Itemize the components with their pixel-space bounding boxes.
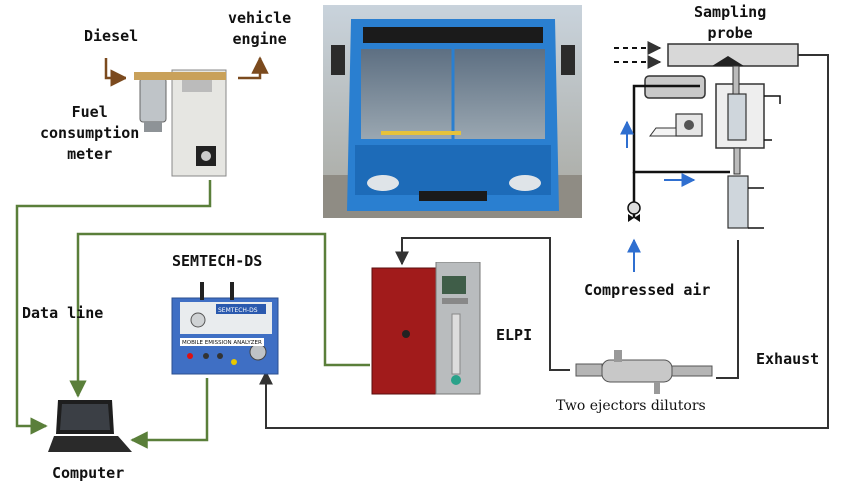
vehicle-engine-label: vehicle engine — [228, 9, 292, 48]
semtech-badge: SEMTECH-DS — [218, 307, 258, 314]
engine-arrow — [236, 56, 269, 80]
diesel-arrow — [104, 58, 128, 87]
computer-image — [48, 400, 132, 452]
sample-line-probe-to-semtech — [259, 54, 829, 429]
sampling-probe-label: Sampling probe — [694, 3, 767, 42]
data-line-fuel-to-computer — [15, 172, 212, 435]
data-line-elpi-to-computer — [69, 232, 370, 398]
sample-line-dilutor-to-elpi — [395, 237, 570, 371]
computer-label: Computer — [52, 464, 125, 482]
diluter-1 — [727, 93, 747, 141]
diesel-label: Diesel — [84, 27, 139, 45]
semtech-ds-analyzer-image: SEMTECH-DS MOBILE EMISSION ANALYZER — [171, 282, 279, 375]
ejectors-label: Two ejectors dilutors — [556, 398, 706, 414]
compressed-air-label: Compressed air — [584, 281, 711, 299]
semtech-label: SEMTECH-DS — [172, 252, 263, 270]
exhaust-line — [716, 240, 739, 379]
fuel-consumption-meter-label: Fuel consumption meter — [40, 103, 140, 163]
mobile-emission-text: MOBILE EMISSION ANALYZER — [182, 340, 262, 346]
pressure-gauge — [627, 201, 641, 215]
fuel-consumption-meter-image — [126, 56, 238, 180]
data-line-semtech-to-computer — [130, 378, 209, 449]
data-line-label: Data line — [22, 304, 104, 322]
bus-photo — [323, 5, 582, 218]
ejector-dilutors-image — [575, 350, 713, 394]
elpi-device-image — [371, 262, 481, 395]
elpi-label: ELPI — [496, 326, 533, 344]
diluter-2 — [727, 175, 749, 229]
exhaust-label: Exhaust — [756, 350, 820, 368]
